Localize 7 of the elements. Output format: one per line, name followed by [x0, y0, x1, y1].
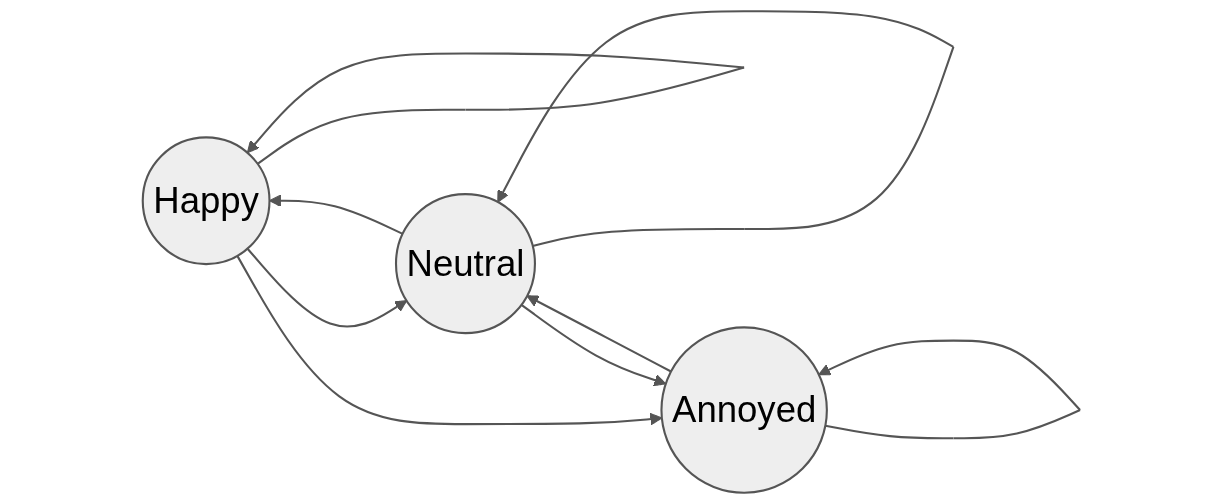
- arrow: [246, 248, 408, 328]
- node-circle: Neutral: [394, 193, 536, 335]
- arrow: [526, 295, 672, 373]
- arrow: [236, 255, 663, 426]
- node-circle: Annoyed: [660, 326, 828, 494]
- arrow: [520, 303, 667, 387]
- node-circle: Happy: [141, 136, 271, 266]
